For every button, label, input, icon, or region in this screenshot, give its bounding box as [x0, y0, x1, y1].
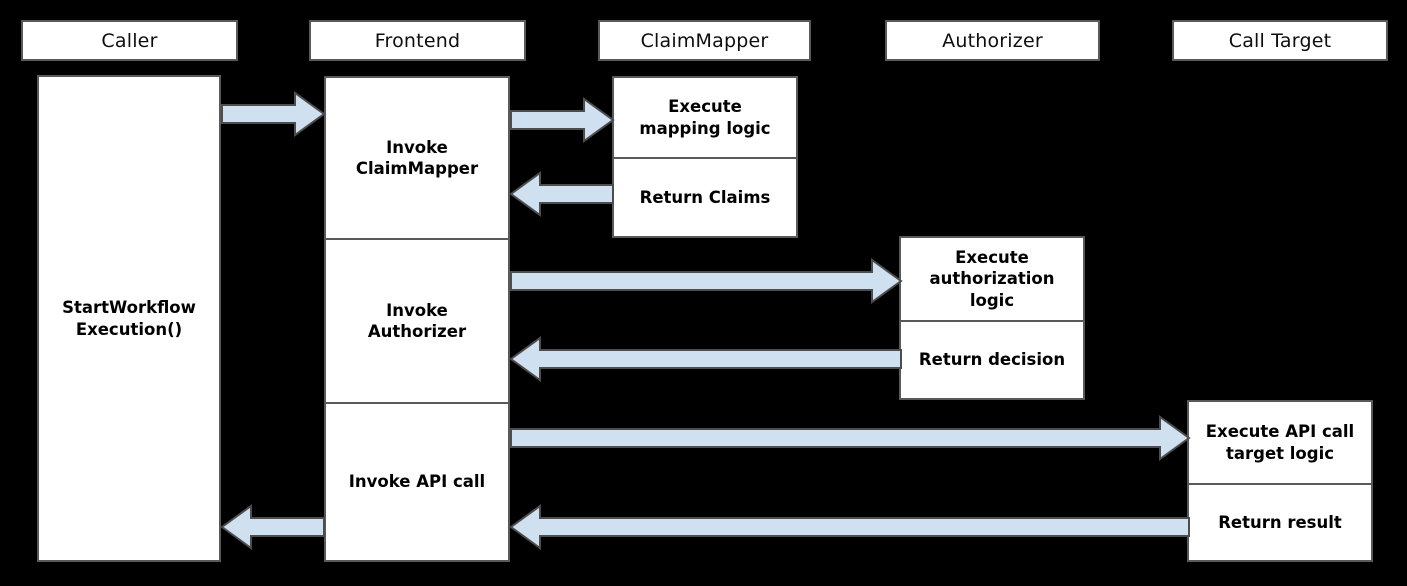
message-arrow-caller-to-frontend — [221, 91, 326, 137]
lifeline-header-caller-label: Caller — [101, 29, 158, 52]
message-arrow-frontend-to-calltarget — [510, 415, 1191, 461]
activation-calltarget-segment-2: Return result — [1189, 483, 1371, 560]
lifeline-header-claimmapper-label: ClaimMapper — [640, 29, 769, 52]
lifeline-header-authorizer-label: Authorizer — [942, 29, 1043, 52]
lifeline-header-calltarget: Call Target — [1172, 20, 1388, 61]
activation-frontend-segment-3: Invoke API call — [326, 402, 508, 560]
message-arrow-claimmapper-to-frontend — [509, 171, 614, 217]
activation-calltarget-segment-1: Execute API call target logic — [1205, 422, 1355, 463]
activation-frontend: Invoke ClaimMapper Invoke Authorizer Inv… — [324, 76, 510, 562]
activation-claimmapper-segment-1: Execute mapping logic — [639, 97, 771, 138]
activation-caller-segment-1: StartWorkflow Execution() — [62, 298, 196, 339]
activation-frontend-segment-2: Invoke Authorizer — [326, 238, 508, 402]
activation-calltarget: Execute API call target logic Return res… — [1187, 400, 1373, 562]
message-arrow-frontend-to-claimmapper — [510, 97, 615, 143]
activation-frontend-segment-1: Invoke ClaimMapper — [355, 137, 479, 178]
lifeline-header-frontend: Frontend — [309, 20, 526, 61]
message-arrow-frontend-to-caller — [220, 504, 325, 550]
activation-authorizer: Execute authorization logic Return decis… — [899, 236, 1085, 400]
activation-authorizer-segment-1: Execute authorization logic — [929, 248, 1055, 310]
activation-claimmapper-segment-2: Return Claims — [614, 157, 796, 236]
activation-caller: StartWorkflow Execution() — [37, 75, 221, 562]
lifeline-header-claimmapper: ClaimMapper — [598, 20, 811, 61]
message-arrow-authorizer-to-frontend — [509, 336, 902, 382]
lifeline-header-caller: Caller — [21, 20, 238, 61]
activation-authorizer-segment-2: Return decision — [901, 320, 1083, 398]
lifeline-header-authorizer: Authorizer — [885, 20, 1100, 61]
message-arrow-frontend-to-authorizer — [510, 258, 903, 304]
lifeline-header-calltarget-label: Call Target — [1228, 29, 1332, 52]
lifeline-header-frontend-label: Frontend — [374, 29, 461, 52]
activation-claimmapper: Execute mapping logic Return Claims — [612, 76, 798, 238]
message-arrow-calltarget-to-frontend — [509, 504, 1190, 550]
